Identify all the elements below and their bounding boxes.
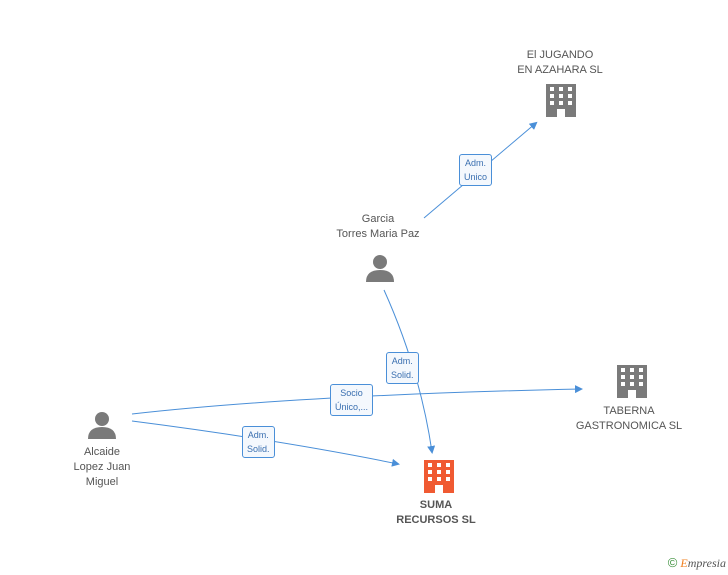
building-icon[interactable] xyxy=(617,365,647,398)
brand-logo: Empresia xyxy=(680,556,726,570)
building-icon[interactable] xyxy=(546,84,576,117)
footer-brand: © Empresia xyxy=(668,555,726,571)
node-label-taberna: TABERNA GASTRONOMICA SL xyxy=(575,405,683,432)
person-icon[interactable] xyxy=(366,255,394,282)
copyright-icon: © xyxy=(667,555,678,570)
node-label-garcia: Garcia Torres Maria Paz xyxy=(336,213,420,240)
edge-alcaide-taberna xyxy=(131,385,583,415)
building-main-icon[interactable] xyxy=(424,460,454,493)
node-label-suma: SUMA RECURSOS SL xyxy=(396,499,476,526)
edge-label-adm-solid-alcaide: Adm. Solid. xyxy=(242,426,275,458)
node-label-el-jugando: El JUGANDO EN AZAHARA SL xyxy=(517,49,603,76)
edge-label-socio-unico: Socio Único,... xyxy=(330,384,374,416)
edge-label-adm-unico: Adm. Unico xyxy=(459,154,493,186)
person-icon[interactable] xyxy=(88,412,116,439)
node-label-alcaide: Alcaide Lopez Juan Miguel xyxy=(73,446,131,488)
edge-label-adm-solid-garcia: Adm. Solid. xyxy=(386,352,419,384)
